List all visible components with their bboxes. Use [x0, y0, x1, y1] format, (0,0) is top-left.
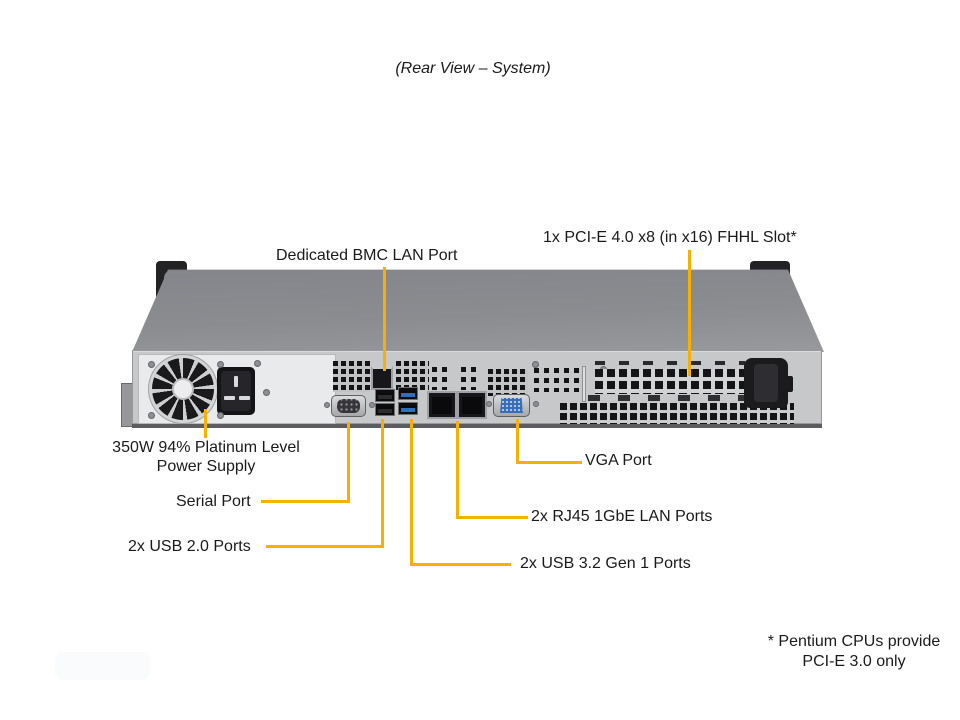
- screw: [369, 402, 375, 408]
- screw: [532, 361, 539, 368]
- screw: [148, 412, 155, 419]
- pcie-slot-latch: [744, 358, 788, 408]
- leader-usb3-v: [410, 419, 413, 566]
- usb-slot: [378, 393, 392, 399]
- callout-usb3: 2x USB 3.2 Gen 1 Ports: [520, 555, 691, 572]
- power-inlet-c14: [217, 367, 255, 415]
- vent-dashes: [595, 361, 745, 365]
- vent-grille: [432, 367, 451, 390]
- screw: [533, 401, 539, 407]
- vent-dashes: [588, 395, 758, 401]
- leader-serial-v: [347, 422, 350, 503]
- vent-grille: [396, 361, 429, 390]
- faint-watermark: [55, 652, 150, 680]
- lan-port-cavity: [432, 397, 452, 414]
- footnote-line1: * Pentium CPUs provide: [767, 633, 941, 650]
- lan-port-2: [457, 391, 487, 419]
- leader-usb3-h: [410, 563, 511, 566]
- screw: [148, 361, 155, 368]
- bmc-lan-port: [371, 366, 393, 390]
- power-inlet-pin: [224, 396, 235, 400]
- leader-lan-v: [456, 421, 459, 519]
- vent-grille: [333, 361, 370, 392]
- screw: [486, 401, 492, 407]
- leader-lan-h: [456, 516, 528, 519]
- vent-grille: [534, 368, 580, 392]
- leader-serial-h: [261, 500, 350, 503]
- callout-lan: 2x RJ45 1GbE LAN Ports: [531, 508, 713, 525]
- vent-grille: [488, 369, 528, 396]
- chassis-top-cover: [132, 269, 824, 352]
- pcie-slot-bracket: [595, 369, 745, 394]
- leader-usb2-v: [381, 419, 384, 548]
- callout-vga: VGA Port: [585, 452, 652, 469]
- slot-divider: [582, 366, 586, 402]
- usb2-port-top: [375, 389, 395, 402]
- usb3-port-top: [398, 387, 418, 400]
- leader-power-supply: [204, 409, 207, 438]
- usb-slot: [378, 407, 392, 413]
- callout-power-supply: 350W 94% Platinum Level Power Supply: [106, 438, 306, 476]
- callout-power-supply-line2: Power Supply: [156, 458, 256, 475]
- leader-pcie-slot: [688, 250, 691, 376]
- psu-fan-hub: [172, 378, 194, 400]
- leader-vga-h: [516, 461, 582, 464]
- leader-bmc-lan: [383, 267, 386, 371]
- pcie-latch-tab: [784, 376, 793, 392]
- rear-panel: [132, 350, 822, 424]
- lan-port-1: [427, 391, 457, 419]
- screw: [324, 402, 330, 408]
- pcie-latch-lever: [754, 364, 778, 402]
- diagram-title: (Rear View – System): [395, 60, 551, 77]
- callout-usb2: 2x USB 2.0 Ports: [128, 538, 251, 555]
- footnote-line2: PCI-E 3.0 only: [802, 653, 906, 670]
- leader-usb2-h: [266, 545, 384, 548]
- lan-port-cavity: [462, 397, 482, 414]
- usb-slot: [401, 406, 415, 412]
- callout-power-supply-line1: 350W 94% Platinum Level: [112, 439, 300, 456]
- power-inlet-pin: [234, 376, 238, 387]
- screw: [254, 360, 261, 367]
- screw: [263, 389, 270, 396]
- vent-grille-bottom: [560, 403, 794, 424]
- footnote: * Pentium CPUs provide PCI-E 3.0 only: [754, 632, 954, 672]
- screw: [217, 412, 224, 419]
- screw: [217, 361, 224, 368]
- vent-grille: [461, 367, 480, 390]
- power-inlet-pin: [239, 396, 250, 400]
- vga-port: [493, 394, 530, 417]
- callout-pcie-slot: 1x PCI-E 4.0 x8 (in x16) FHHL Slot*: [543, 229, 797, 246]
- leader-vga-v: [516, 419, 519, 464]
- callout-bmc-lan: Dedicated BMC LAN Port: [276, 247, 458, 264]
- serial-port-pins: [337, 399, 360, 413]
- usb2-port-bottom: [375, 403, 395, 416]
- vga-port-pins: [500, 398, 523, 413]
- usb3-port-bottom: [398, 402, 418, 415]
- usb-slot: [401, 391, 415, 397]
- serial-port: [331, 395, 366, 417]
- callout-serial: Serial Port: [176, 493, 251, 510]
